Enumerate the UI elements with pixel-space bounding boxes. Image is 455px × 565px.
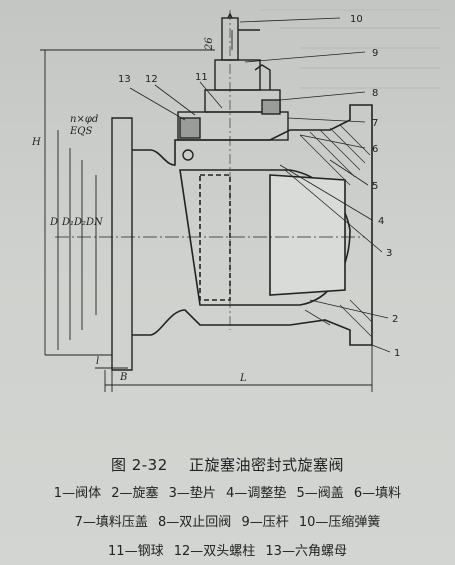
callout-12: 12 bbox=[145, 74, 158, 85]
legend-item: 3—垫片 bbox=[168, 486, 216, 501]
dim-label-DN: DN bbox=[85, 217, 104, 228]
dimension-lines bbox=[40, 30, 373, 392]
background-bleed bbox=[260, 9, 440, 89]
legend-item: 6—填料 bbox=[353, 486, 402, 501]
figure-number: 图 2-32 bbox=[110, 456, 168, 474]
callout-3: 3 bbox=[386, 248, 392, 259]
bonnet-hatch bbox=[299, 124, 373, 338]
dim-label-D1: D₁ bbox=[61, 217, 74, 228]
dim-label-eqs: EQS bbox=[69, 126, 92, 137]
dim-label-L: L bbox=[239, 373, 247, 384]
legend-item: 1—阀体 bbox=[53, 486, 102, 501]
callout-5: 5 bbox=[372, 181, 378, 192]
dim-label-h26: 26 bbox=[204, 37, 215, 51]
legend-item: 12—双头螺柱 bbox=[173, 544, 256, 559]
callout-7: 7 bbox=[372, 118, 378, 129]
callout-8: 8 bbox=[372, 88, 378, 99]
dim-label-B: B bbox=[119, 372, 127, 383]
callout-11: 11 bbox=[195, 72, 208, 83]
dim-label-n-phi-d: n×φd bbox=[70, 114, 98, 125]
legend-row-3: 11—钢球 12—双头螺柱 13—六角螺母 bbox=[0, 540, 455, 559]
legend-item: 10—压缩弹簧 bbox=[298, 515, 381, 530]
callout-9: 9 bbox=[372, 48, 378, 59]
legend-item: 5—阀盖 bbox=[296, 486, 344, 501]
legend-item: 4—调整垫 bbox=[226, 486, 287, 501]
callout-1: 1 bbox=[394, 348, 400, 359]
callout-numbers: 10 9 8 7 6 5 4 3 2 1 13 12 11 26 n×φd EQ… bbox=[31, 14, 400, 384]
callout-6: 6 bbox=[372, 144, 378, 155]
dim-label-D: D bbox=[49, 217, 58, 228]
legend-item: 2—旋塞 bbox=[111, 486, 159, 501]
callout-10: 10 bbox=[350, 14, 363, 25]
callout-13: 13 bbox=[118, 74, 131, 85]
valve-drawing bbox=[40, 9, 440, 392]
legend-item: 13—六角螺母 bbox=[265, 544, 347, 559]
dim-label-l: l bbox=[96, 356, 99, 367]
callout-2: 2 bbox=[392, 314, 398, 325]
dim-label-D2: D₂ bbox=[73, 217, 86, 228]
legend-row-1: 1—阀体 2—旋塞 3—垫片 4—调整垫 5—阀盖 6—填料 bbox=[0, 482, 455, 501]
figure-title: 正旋塞油密封式旋塞阀 bbox=[189, 456, 345, 474]
legend-row-2: 7—填料压盖 8—双止回阀 9—压杆 10—压缩弹簧 bbox=[0, 511, 455, 530]
legend-item: 9—压杆 bbox=[241, 515, 289, 530]
legend-item: 7—填料压盖 bbox=[74, 515, 148, 530]
legend-item: 11—钢球 bbox=[108, 544, 164, 559]
left-flange bbox=[111, 117, 150, 371]
callout-4: 4 bbox=[378, 216, 384, 227]
figure-caption: 图 2-32 正旋塞油密封式旋塞阀 bbox=[0, 454, 455, 475]
leader-lines bbox=[129, 17, 391, 353]
dim-label-H: H bbox=[31, 137, 41, 148]
legend-item: 8—双止回阀 bbox=[158, 515, 232, 530]
